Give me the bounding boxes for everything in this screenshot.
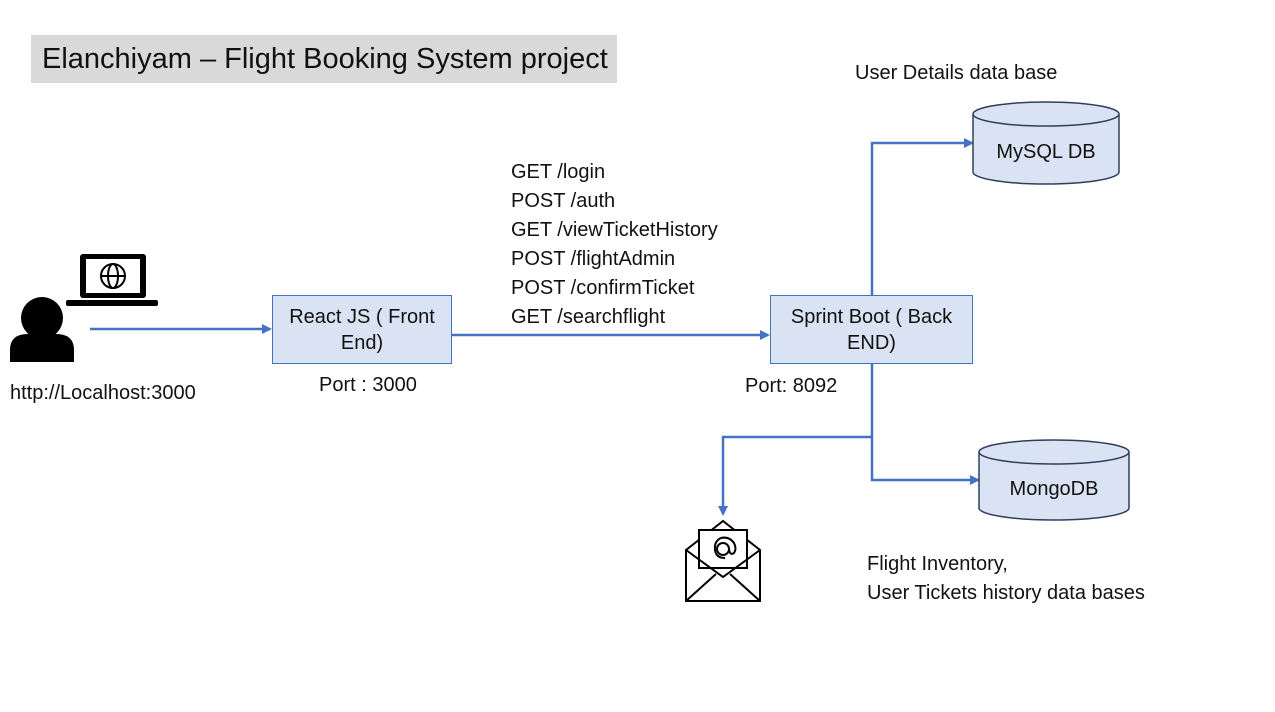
mongodb-caption-line: Flight Inventory, [867,553,1008,575]
diagram-title: Elanchiyam – Flight Booking System proje… [31,35,617,83]
arrow-backend-to-mongodb [870,364,980,485]
frontend-port-label: Port : 3000 [319,374,417,396]
arrow-backend-to-mysql [870,138,974,295]
endpoint-item: POST /auth [511,190,616,212]
frontend-label: React JS ( Front End) [289,305,435,354]
person-icon [10,297,74,362]
arrow-backend-to-email [718,435,872,516]
endpoint-item: GET /searchflight [511,306,666,328]
endpoint-item: POST /confirmTicket [511,277,695,299]
mysql-cylinder-shape [972,101,1120,185]
backend-box: Sprint Boot ( Back END) [770,295,973,364]
api-endpoint-list: GET /login POST /auth GET /viewTicketHis… [511,158,718,332]
endpoint-item: GET /viewTicketHistory [511,219,718,241]
endpoint-item: GET /login [511,161,606,183]
mongodb-label: MongoDB [1009,478,1099,500]
backend-label: Sprint Boot ( Back END) [790,305,953,354]
mongodb-caption-line: User Tickets history data bases [867,582,1145,604]
user-url-label: http://Localhost:3000 [10,382,196,404]
mysql-caption: User Details data base [855,62,1058,84]
mongodb-cylinder-shape [978,439,1130,521]
laptop-globe-icon [66,254,158,306]
frontend-box: React JS ( Front End) [272,295,452,364]
endpoint-item: POST /flightAdmin [511,248,676,270]
mysql-label: MySQL DB [996,141,1096,163]
mongodb-caption: Flight Inventory, User Tickets history d… [867,550,1145,608]
backend-port-label: Port: 8092 [745,375,838,397]
email-envelope-icon [685,519,761,602]
